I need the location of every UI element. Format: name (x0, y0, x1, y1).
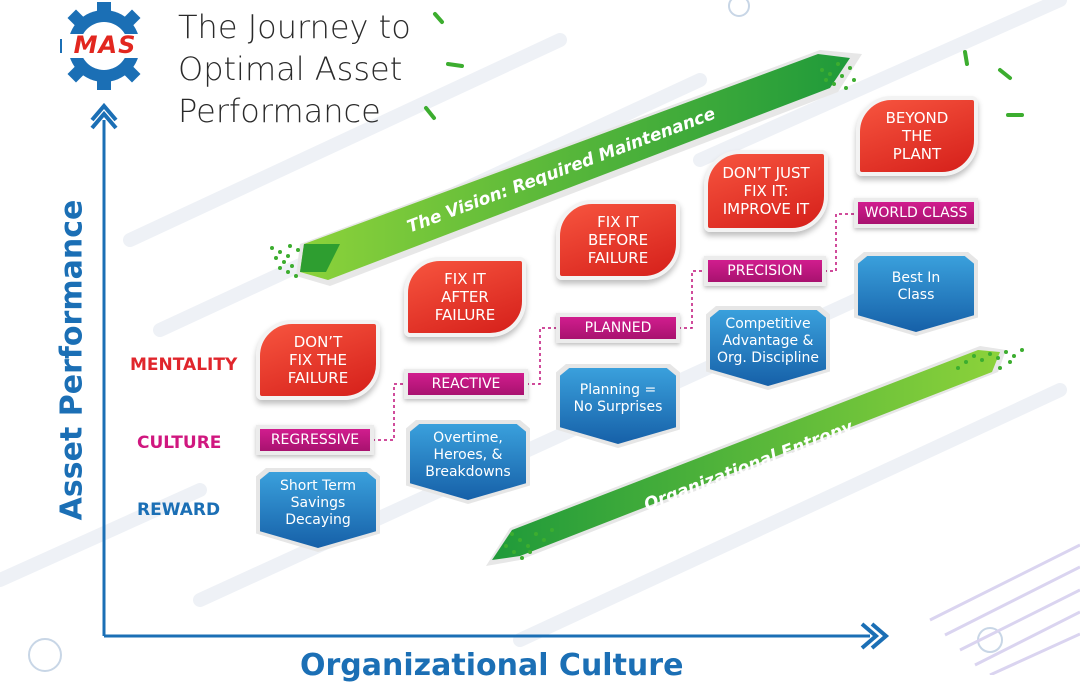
row-label-reward: REWARD (137, 500, 221, 520)
reward-text: No Surprises (573, 399, 663, 415)
reward-text: Decaying (285, 511, 351, 528)
reward-text: Heroes, & (433, 446, 503, 463)
reward-text: Planning = (579, 382, 657, 398)
row-label-culture: CULTURE (137, 433, 222, 453)
reward-text: Org. Discipline (716, 349, 820, 366)
reward-text: Breakdowns (425, 463, 511, 480)
x-axis-label: Organizational Culture (300, 648, 684, 683)
culture-tag: PLANNED (556, 313, 680, 343)
culture-connectors (372, 213, 856, 441)
mas-logo (60, 2, 148, 90)
mentality-text: FAILURE (287, 369, 349, 387)
decor-dashes (424, 12, 1024, 120)
row-label-mentality: MENTALITY (130, 355, 238, 375)
mentality-text: AFTER (441, 288, 489, 306)
reward-text: Competitive (725, 315, 811, 332)
title-line: The Journey to (178, 8, 411, 46)
decor-circle (28, 638, 62, 672)
culture-tag: PRECISION (704, 256, 826, 286)
x-axis (104, 622, 890, 650)
y-axis-label: Asset Performance (54, 199, 90, 521)
mentality-text: FAILURE (587, 249, 649, 267)
dot-pattern (270, 62, 1024, 560)
mentality-text: BEFORE (587, 231, 649, 249)
mentality-text: DON’T (293, 333, 343, 351)
reward-shield: Overtime,Heroes, &Breakdowns (406, 420, 530, 504)
culture-tag: REGRESSIVE (256, 425, 374, 455)
mentality-text: THE (902, 127, 932, 145)
mentality-text: FIX IT (597, 213, 639, 231)
reward-text: Advantage & (722, 332, 814, 349)
decor-circle (728, 0, 750, 17)
logo-text: MAS (73, 31, 137, 59)
y-axis (90, 102, 118, 636)
reward-text: Best In (891, 270, 941, 286)
reward-text: Class (897, 287, 935, 303)
title-line: Optimal Asset (178, 50, 403, 88)
mentality-text: BEYOND (885, 109, 949, 127)
mentality-text: PLANT (892, 145, 942, 163)
mentality-text: DON’T JUST (722, 164, 810, 182)
reward-text: Savings (290, 494, 346, 511)
mentality-text: FIX THE (288, 351, 347, 369)
culture-tag: WORLD CLASS (854, 198, 978, 228)
mentality-text: IMPROVE IT (722, 200, 810, 218)
reward-shield: Planning =No Surprises (556, 364, 680, 448)
culture-tag: REACTIVE (404, 369, 528, 399)
entropy-band (486, 346, 1006, 566)
title-line: Performance (178, 92, 381, 130)
vision-band (296, 50, 862, 286)
mentality-text: FIX IT: (743, 182, 789, 200)
reward-text: Overtime, (433, 429, 503, 446)
decor-stripes-corner (929, 543, 1080, 675)
reward-text: Short Term (280, 477, 356, 494)
mentality-text: FIX IT (444, 270, 486, 288)
mentality-text: FAILURE (434, 306, 496, 324)
page-title: The Journey to Optimal Asset Performance (178, 6, 498, 132)
